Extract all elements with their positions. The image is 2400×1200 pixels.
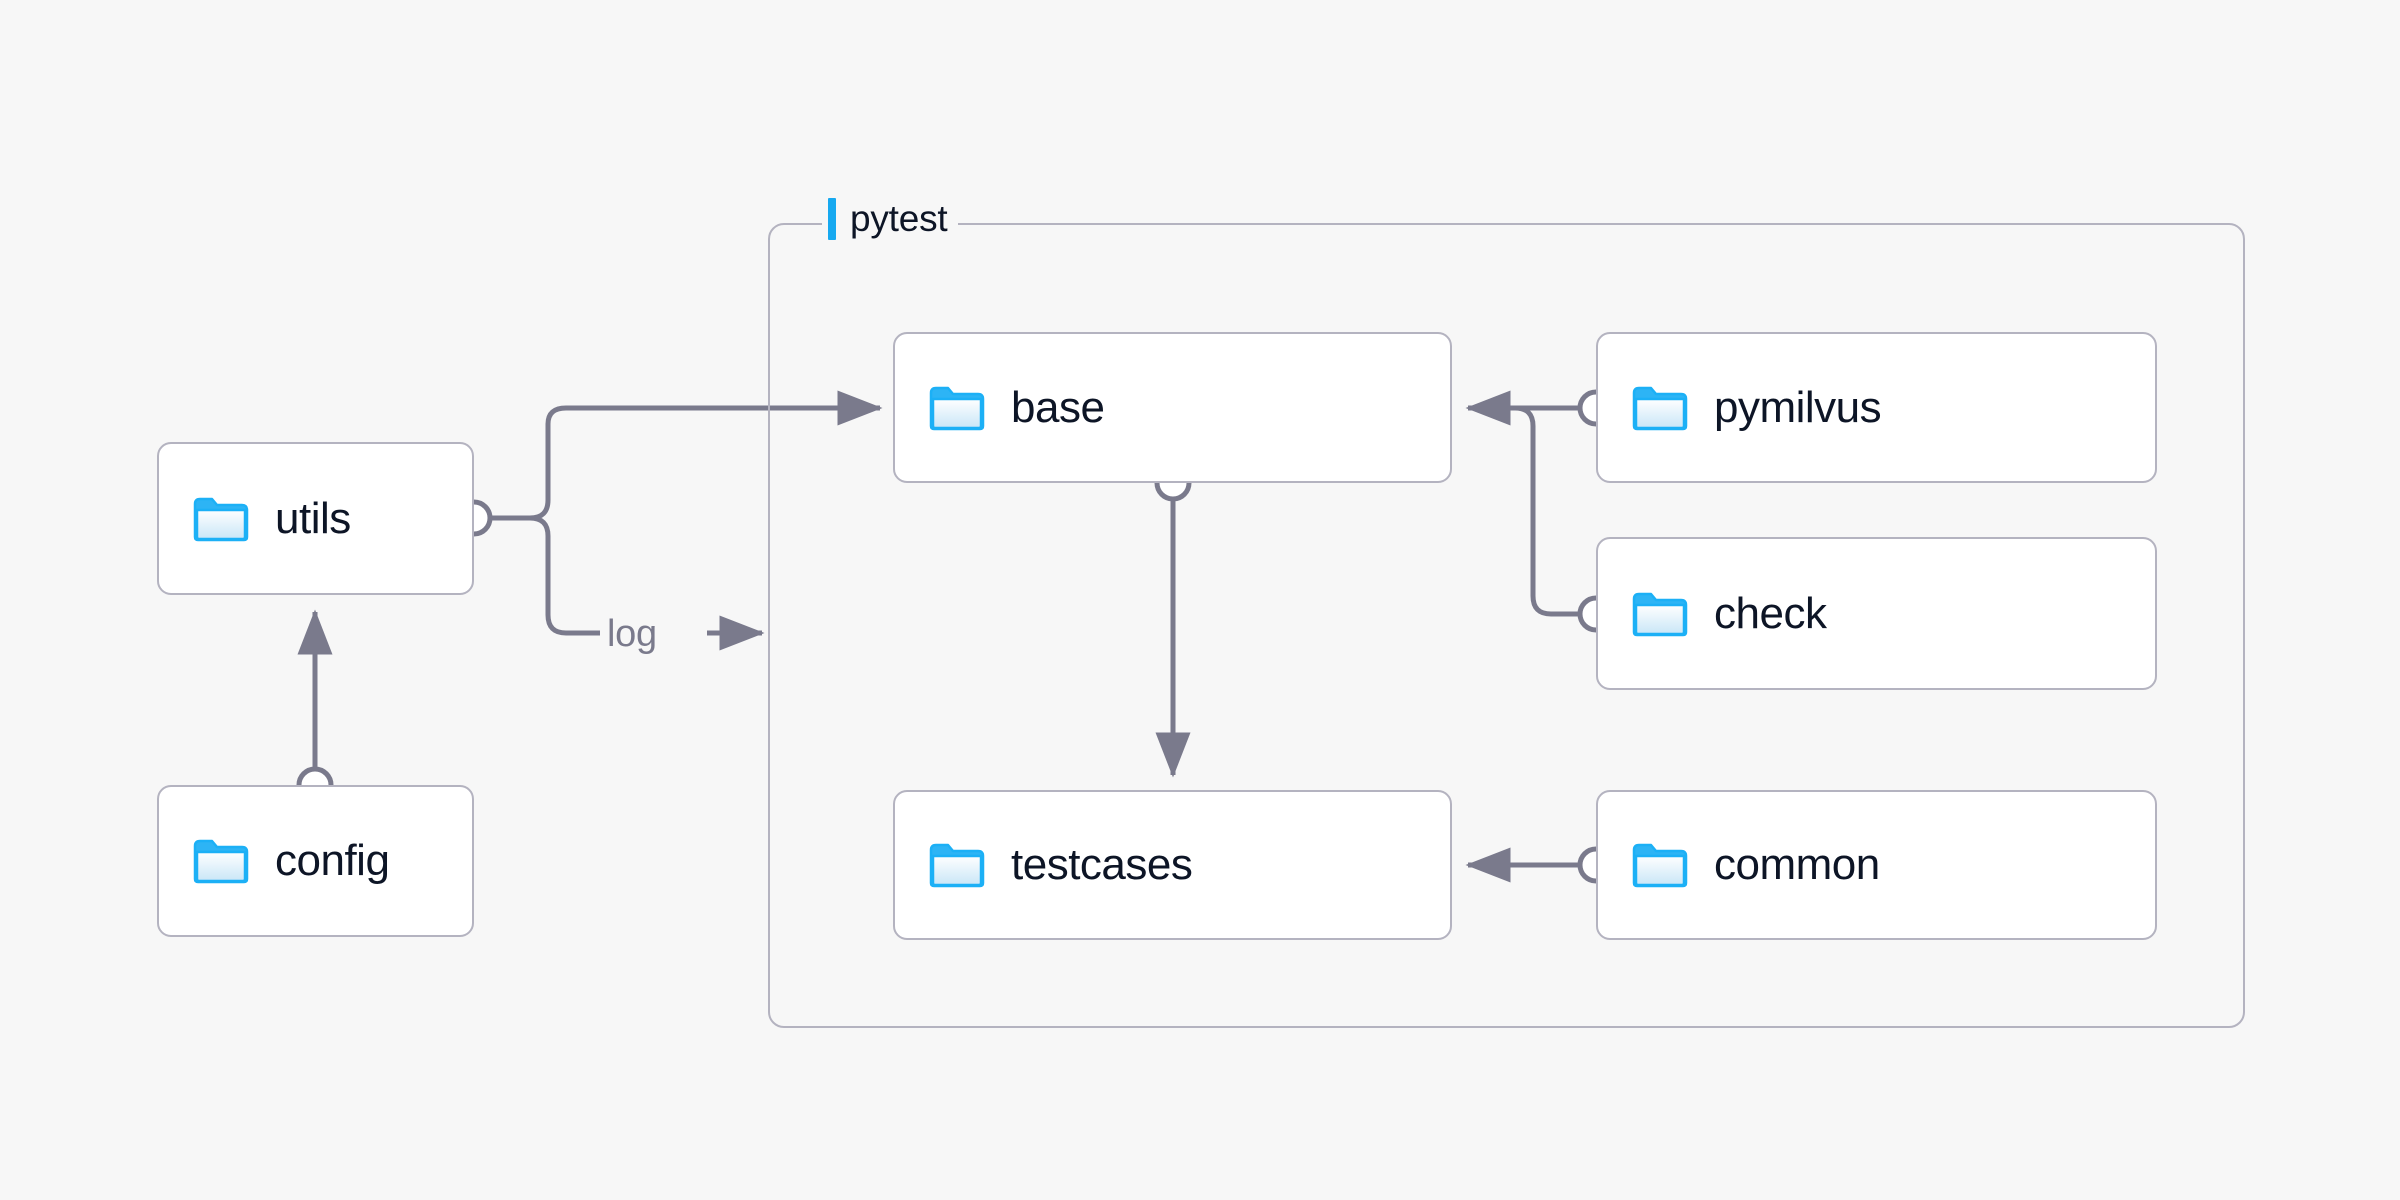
node-base[interactable]: base: [893, 332, 1452, 483]
folder-icon: [1632, 592, 1688, 636]
edge-label-log: log: [607, 613, 657, 655]
node-utils[interactable]: utils: [157, 442, 474, 595]
node-testcases[interactable]: testcases: [893, 790, 1452, 940]
folder-icon: [1632, 843, 1688, 888]
node-label: config: [275, 836, 390, 885]
node-check[interactable]: check: [1596, 537, 2157, 690]
node-label: utils: [275, 493, 351, 543]
node-label: check: [1714, 588, 1827, 638]
folder-icon: [193, 839, 249, 884]
node-label: pymilvus: [1714, 382, 1882, 432]
node-config[interactable]: config: [157, 785, 474, 937]
group-accent-bar: [828, 198, 836, 240]
group-pytest-label: pytest: [822, 196, 958, 242]
node-label: common: [1714, 840, 1880, 889]
node-pymilvus[interactable]: pymilvus: [1596, 332, 2157, 483]
folder-icon: [929, 843, 985, 888]
node-common[interactable]: common: [1596, 790, 2157, 940]
folder-icon: [929, 386, 985, 430]
folder-icon: [1632, 386, 1688, 430]
node-label: base: [1011, 382, 1105, 432]
group-pytest[interactable]: [768, 223, 2245, 1028]
folder-icon: [193, 497, 249, 541]
node-label: testcases: [1011, 840, 1193, 889]
group-label-text: pytest: [850, 198, 948, 239]
